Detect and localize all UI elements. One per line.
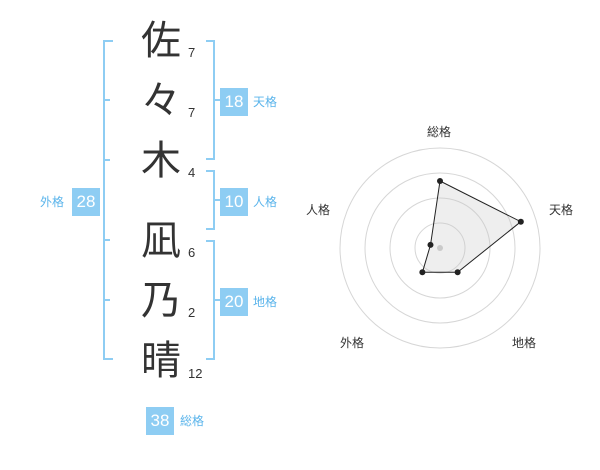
name-char-3: 木 (141, 138, 181, 184)
radar-polygon (421, 180, 522, 273)
gaikaku-label: 外格 (40, 195, 65, 209)
radar-chart (339, 147, 541, 349)
radar-label-soukaku: 総格 (427, 125, 452, 139)
radar-point (437, 178, 443, 184)
stroke-count-5: 2 (188, 305, 196, 320)
chikaku-label: 地格 (253, 295, 278, 309)
tenkaku-value: 18 (220, 88, 248, 116)
soukaku-value: 38 (146, 407, 174, 435)
radar-label-gaikaku: 外格 (340, 336, 365, 350)
chikaku-value: 20 (220, 288, 248, 316)
gaikaku-bracket (103, 40, 113, 360)
tenkaku-bracket (206, 40, 220, 160)
radar-ring (339, 147, 541, 349)
radar-label-chikaku: 地格 (512, 336, 537, 350)
radar-point (517, 218, 524, 225)
soukaku-label: 総格 (180, 414, 205, 428)
stroke-count-6: 12 (188, 366, 203, 381)
radar-point (454, 269, 461, 276)
stroke-count-3: 4 (188, 165, 196, 180)
chikaku-bracket (206, 240, 220, 360)
gaikaku-value: 28 (72, 188, 100, 216)
stroke-count-2: 7 (188, 105, 196, 120)
radar-ring (364, 172, 516, 324)
radar-ring (389, 197, 491, 299)
radar-points (419, 178, 524, 276)
name-char-1: 佐 (141, 18, 181, 64)
name-char-5: 乃 (141, 278, 181, 324)
jinkaku-bracket (206, 170, 220, 230)
name-char-2: 々 (141, 78, 181, 124)
name-char-6: 晴 (141, 338, 181, 384)
radar-center (437, 245, 443, 251)
radar-label-jinkaku: 人格 (306, 203, 331, 217)
radar-ring (414, 222, 466, 274)
stroke-count-1: 7 (188, 45, 196, 60)
radar-point (419, 269, 426, 276)
radar-point (427, 241, 434, 248)
jinkaku-value: 10 (220, 188, 248, 216)
name-char-4: 凪 (141, 218, 181, 264)
stroke-count-4: 6 (188, 245, 196, 260)
jinkaku-label: 人格 (253, 195, 278, 209)
tenkaku-label: 天格 (253, 95, 278, 109)
radar-label-tenkaku: 天格 (549, 203, 574, 217)
